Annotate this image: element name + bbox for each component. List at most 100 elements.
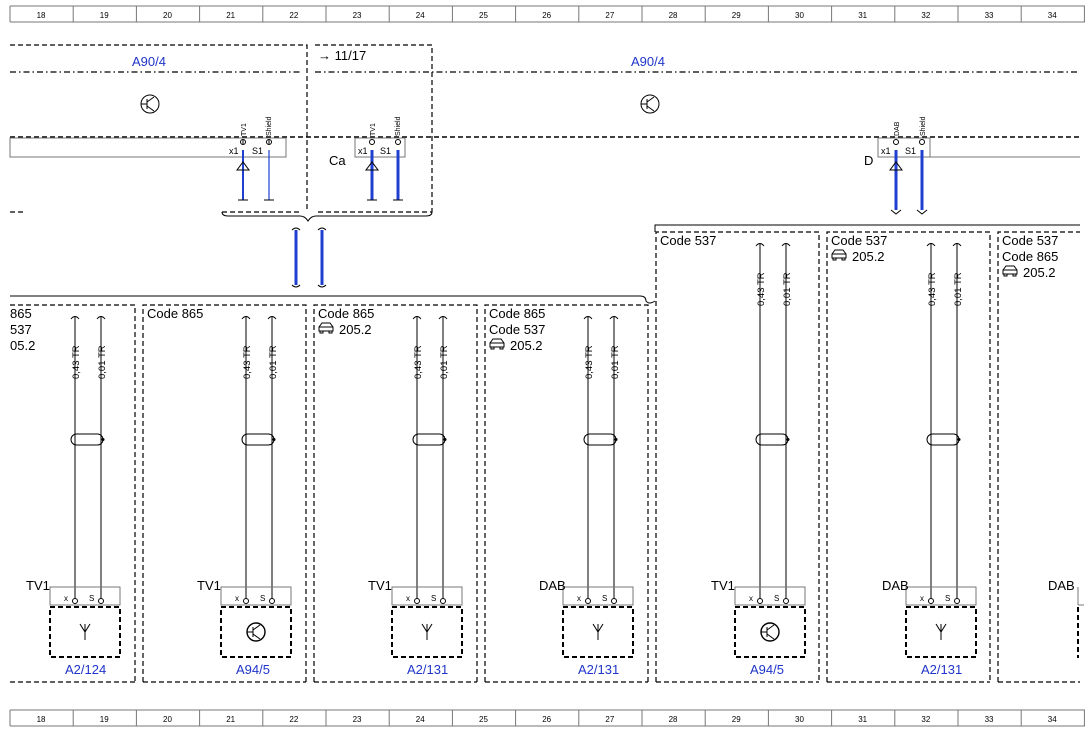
ruler-number: 23: [353, 11, 362, 20]
pin-x1-label: x1: [881, 146, 891, 156]
pin-x-label: x: [406, 594, 410, 603]
option-code-label: 05.2: [10, 338, 35, 353]
car-icon: [831, 249, 847, 261]
connector-block[interactable]: [49, 586, 121, 606]
pin-x1-label: x1: [229, 146, 239, 156]
wire-spec-label: 0,43 TR: [756, 272, 767, 306]
signal-dab-label: DAB: [894, 121, 901, 136]
option-code-label: Code 537: [831, 233, 887, 248]
component-box[interactable]: [391, 606, 463, 658]
ruler-number: 23: [353, 715, 362, 724]
ruler-number: 18: [37, 715, 46, 724]
component-label[interactable]: A2/124: [65, 662, 106, 677]
component-box[interactable]: [905, 606, 977, 658]
signal-label: DAB: [539, 578, 566, 593]
connector-block[interactable]: [562, 586, 634, 606]
pin-s1-label: S1: [905, 146, 916, 156]
wire-spec-label: 0,01 TR: [97, 345, 108, 379]
signal-label: TV1: [711, 578, 735, 593]
pin-x-label: x: [920, 594, 924, 603]
ruler-number: 29: [732, 715, 741, 724]
pin-x-label: x: [749, 594, 753, 603]
ruler-number: 21: [226, 715, 235, 724]
model-reference: 205.2: [1023, 265, 1056, 280]
pin-s-label: S: [431, 594, 436, 603]
wire-spec-label: 0,01 TR: [953, 272, 964, 306]
pin-x-label: x: [235, 594, 239, 603]
sheet-reference[interactable]: → 11/17: [318, 48, 366, 63]
signal-label: TV1: [197, 578, 221, 593]
ruler-number: 25: [479, 11, 488, 20]
pin-s1-label: S1: [252, 146, 263, 156]
option-code-label: Code 865: [147, 306, 203, 321]
connector-block[interactable]: [734, 586, 806, 606]
antenna-icon: [935, 623, 947, 640]
option-code-label: Code 537: [1002, 233, 1058, 248]
connector-block[interactable]: [220, 586, 292, 606]
top-wire-group-2[interactable]: [365, 139, 403, 201]
signal-tv1-label: TV1: [241, 123, 248, 136]
signal-shield-label: Shield: [395, 116, 402, 136]
signal-label: TV1: [368, 578, 392, 593]
ruler-number: 28: [669, 11, 678, 20]
wire-spec-label: 0,01 TR: [610, 345, 621, 379]
pin-s-label: S: [260, 594, 265, 603]
ruler-number: 19: [100, 11, 109, 20]
component-label[interactable]: A2/131: [921, 662, 962, 677]
component-label[interactable]: A94/5: [750, 662, 784, 677]
bridge-wires[interactable]: [291, 227, 327, 288]
pin-s-label: S: [602, 594, 607, 603]
ruler-number: 20: [163, 715, 172, 724]
top-wire-group-1[interactable]: [236, 139, 274, 201]
unit-label-right[interactable]: A90/4: [631, 54, 665, 69]
component-box[interactable]: [220, 606, 292, 658]
connector-ca-label: Ca: [329, 153, 346, 168]
top-wire-group-3[interactable]: [889, 139, 928, 215]
ruler-number: 24: [416, 715, 425, 724]
ruler-number: 21: [226, 11, 235, 20]
signal-shield-label: Shield: [266, 116, 273, 136]
signal-label: TV1: [26, 578, 50, 593]
top-device-area: A90/4 A90/4 → 11/17 Ca D x1 S1 x1 S1 x1 …: [9, 44, 1080, 304]
shield-sleeve: [583, 433, 617, 446]
ruler-number: 30: [795, 715, 804, 724]
component-label[interactable]: A2/131: [407, 662, 448, 677]
pin-s-label: S: [945, 594, 950, 603]
signal-label: DAB: [882, 578, 909, 593]
option-code-label: 537: [10, 322, 32, 337]
antenna-icon: [592, 623, 604, 640]
option-code-label: Code 537: [660, 233, 716, 248]
component-box[interactable]: [49, 606, 121, 658]
ruler-number: 25: [479, 715, 488, 724]
ruler-number: 34: [1048, 715, 1057, 724]
ruler-number: 26: [542, 715, 551, 724]
pin-x-label: x: [577, 594, 581, 603]
shield-sleeve: [926, 433, 960, 446]
connector-block[interactable]: [905, 586, 977, 606]
component-box[interactable]: [734, 606, 806, 658]
signal-tv1-label: TV1: [370, 123, 377, 136]
component-box[interactable]: [562, 606, 634, 658]
component-label[interactable]: A2/131: [578, 662, 619, 677]
pin-x-label: x: [64, 594, 68, 603]
unit-label-left[interactable]: A90/4: [132, 54, 166, 69]
signal-label: DAB: [1048, 578, 1075, 593]
ruler-number: 22: [289, 11, 298, 20]
option-code-label: Code 865: [489, 306, 545, 321]
ruler-number: 33: [985, 11, 994, 20]
car-icon: [318, 322, 334, 334]
ruler-number: 31: [858, 11, 867, 20]
component-label[interactable]: A94/5: [236, 662, 270, 677]
option-code-label: Code 537: [489, 322, 545, 337]
ruler-number: 27: [605, 11, 614, 20]
transistor-icon: [760, 622, 780, 642]
connector-block[interactable]: [391, 586, 463, 606]
option-code-label: 865: [10, 306, 32, 321]
antenna-icon: [79, 623, 91, 640]
ruler-number: 24: [416, 11, 425, 20]
